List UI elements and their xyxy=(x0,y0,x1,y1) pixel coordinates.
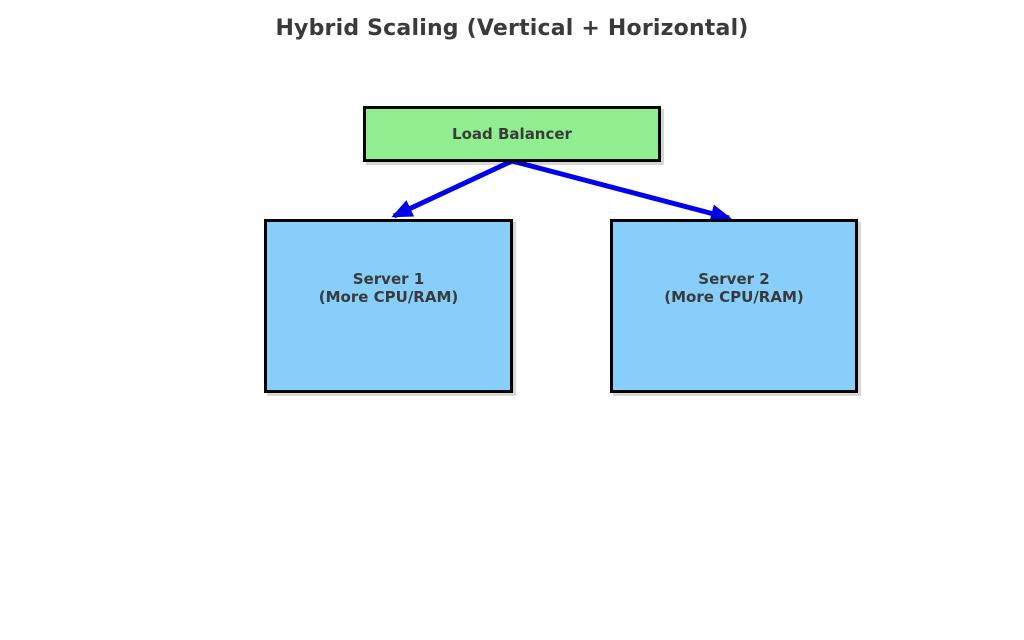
connector-load-balancer-to-server-1 xyxy=(391,158,514,219)
node-load-balancer[interactable]: Load Balancer xyxy=(363,106,661,162)
page-title: Hybrid Scaling (Vertical + Horizontal) xyxy=(275,16,749,41)
node-server-1[interactable]: Server 1 (More CPU/RAM) xyxy=(264,219,513,393)
node-server-2-label: Server 2 (More CPU/RAM) xyxy=(664,269,804,306)
node-server-2[interactable]: Server 2 (More CPU/RAM) xyxy=(610,219,858,393)
connector-load-balancer-to-server-2 xyxy=(511,158,732,223)
node-server-1-label: Server 1 (More CPU/RAM) xyxy=(318,269,459,306)
node-load-balancer-label: Load Balancer xyxy=(452,124,572,143)
